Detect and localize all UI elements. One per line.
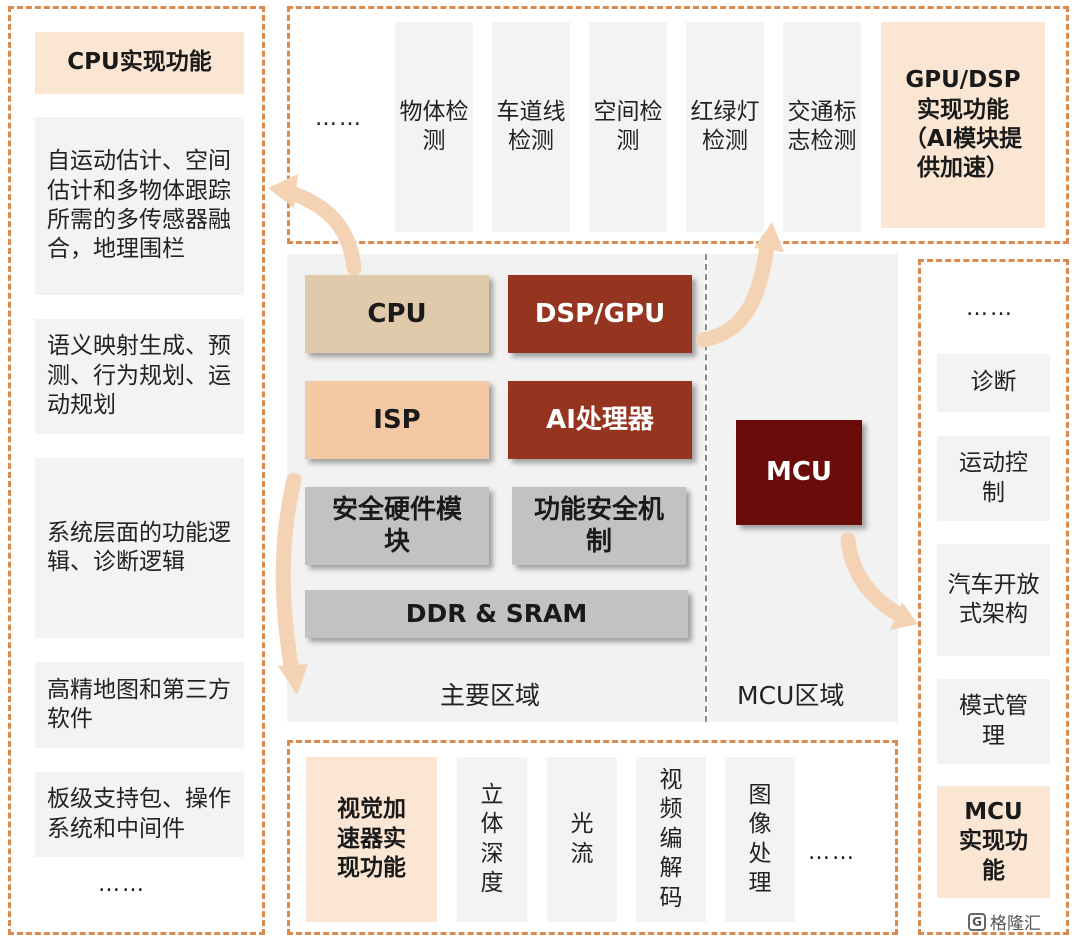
cpu-functions-title: CPU实现功能	[35, 32, 244, 94]
mcu-function-item: 汽车开放式架构	[937, 544, 1050, 656]
region-divider	[705, 254, 707, 722]
vision-function-item: 图像处理	[725, 757, 795, 922]
mcu-region-label: MCU区域	[737, 681, 845, 710]
gpu-panel-ellipsis: ……	[315, 106, 363, 131]
vision-accelerator-title: 视觉加速器实现功能	[306, 757, 437, 922]
cpu-function-item: 系统层面的功能逻辑、诊断逻辑	[35, 458, 244, 638]
isp-chip: ISP	[305, 381, 489, 459]
gpu-function-item: 物体检测	[395, 22, 473, 232]
mcu-panel-ellipsis: ……	[966, 296, 1014, 321]
vision-function-item: 视频编解码	[636, 757, 706, 922]
gpu-dsp-functions-panel	[287, 6, 1069, 244]
watermark-logo: G 格隆汇	[968, 909, 1041, 934]
mcu-functions-title: MCU实现功能	[937, 786, 1050, 898]
vision-accelerator-panel	[287, 740, 898, 935]
functional-safety-chip: 功能安全机制	[512, 487, 686, 565]
cpu-function-item: 自运动估计、空间估计和多物体跟踪所需的多传感器融合，地理围栏	[35, 117, 244, 295]
cpu-chip: CPU	[305, 275, 489, 353]
gpu-function-item: 红绿灯检测	[686, 22, 764, 232]
gpu-function-item: 交通标志检测	[783, 22, 861, 232]
dsp-gpu-chip: DSP/GPU	[508, 275, 692, 353]
vision-panel-ellipsis: ……	[808, 840, 856, 865]
vision-function-item: 立体深度	[457, 757, 527, 922]
gpu-dsp-functions-title: GPU/DSP实现功能（AI模块提供加速）	[881, 22, 1045, 228]
ai-processor-chip: AI处理器	[508, 381, 692, 459]
gpu-function-item: 车道线检测	[492, 22, 570, 232]
cpu-functions-panel	[8, 6, 265, 935]
mcu-function-item: 模式管理	[937, 679, 1050, 764]
cpu-function-item: 高精地图和第三方软件	[35, 662, 244, 748]
mcu-function-item: 诊断	[937, 354, 1050, 412]
watermark-icon: G	[968, 912, 986, 931]
cpu-function-item: 板级支持包、操作系统和中间件	[35, 772, 244, 857]
mcu-chip: MCU	[736, 420, 862, 525]
watermark-text: 格隆汇	[990, 914, 1041, 934]
gpu-function-item: 空间检测	[589, 22, 667, 232]
cpu-panel-ellipsis: ……	[98, 872, 146, 897]
vision-function-item: 光流	[547, 757, 617, 922]
mcu-functions-panel	[918, 259, 1069, 935]
main-region-label: 主要区域	[440, 681, 541, 710]
safety-hardware-chip: 安全硬件模块	[305, 487, 489, 565]
ddr-sram-chip: DDR & SRAM	[305, 590, 688, 638]
mcu-function-item: 运动控制	[937, 436, 1050, 521]
cpu-function-item: 语义映射生成、预测、行为规划、运动规划	[35, 319, 244, 434]
